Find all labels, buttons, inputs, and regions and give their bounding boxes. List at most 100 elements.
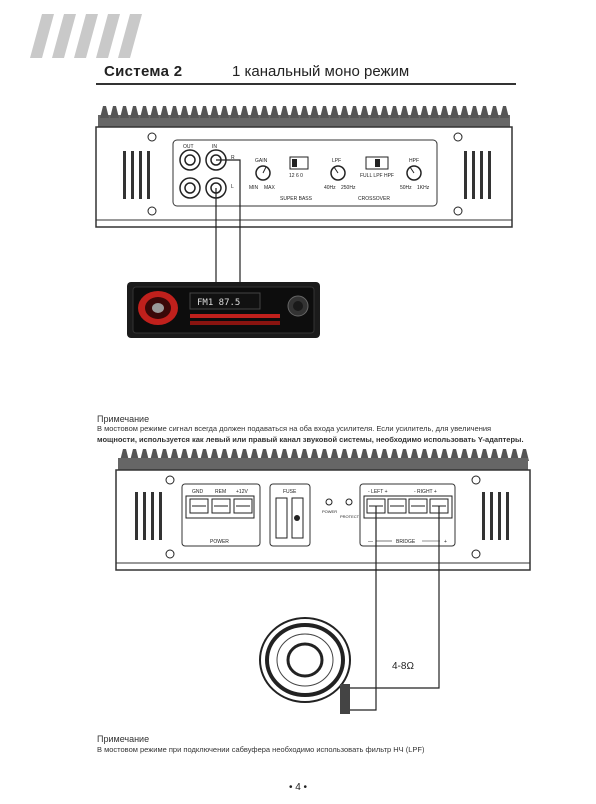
- heatsink-fin: [300, 106, 309, 118]
- heatsink-fin: [350, 106, 359, 118]
- r-label: R: [231, 155, 235, 161]
- gain-max: MAX: [264, 185, 276, 191]
- heatsink-fin: [430, 106, 439, 118]
- note1-line1: В мостовом режиме сигнал всегда должен п…: [97, 424, 492, 433]
- protection-led-label: PROTECTION: [340, 514, 366, 519]
- power-label: POWER: [210, 539, 229, 545]
- hpf-min: 50Hz: [400, 185, 412, 191]
- heatsink-fin: [120, 106, 129, 118]
- l-label: L: [231, 184, 234, 190]
- plus12-label: +12V: [236, 489, 248, 495]
- heatsink-fin: [460, 106, 469, 118]
- header-divider: [96, 83, 516, 85]
- wiring-diagram-bottom: GND REM +12V POWER FUSE POWER PROTECTION…: [115, 449, 531, 714]
- heatsink-fin: [180, 106, 189, 118]
- heatsink-fin: [400, 106, 409, 118]
- wiring-diagram-top: OUT IN R L GAIN MIN MAX 12 6 0 SUPER BAS…: [95, 106, 513, 338]
- heatsink-fin: [370, 106, 379, 118]
- heatsink-fin: [480, 106, 489, 118]
- speaker-wires: [345, 506, 440, 711]
- gain-label: GAIN: [255, 158, 268, 164]
- lpf-max: 250Hz: [341, 185, 356, 191]
- heatsink-fin: [360, 106, 369, 118]
- heatsink-fin: [160, 106, 169, 118]
- note1-title: Примечание: [97, 414, 150, 424]
- note2-text: В мостовом режиме при подключении сабвуф…: [97, 745, 425, 754]
- amp1-heatsink-fins: [98, 115, 510, 129]
- right-channel-label: - RIGHT +: [414, 489, 437, 495]
- heatsink-fin: [420, 106, 429, 118]
- gnd-label: GND: [192, 489, 204, 495]
- heatsink-fin: [230, 106, 239, 118]
- out-label: OUT: [183, 144, 194, 150]
- heatsink-fin: [490, 106, 499, 118]
- heatsink-fin: [220, 106, 229, 118]
- radio-display-text: FM1 87.5: [197, 298, 240, 308]
- head-unit-radio: [127, 282, 320, 338]
- mode-title: 1 канальный моно режим: [232, 63, 410, 80]
- note2-title: Примечание: [97, 734, 150, 744]
- heatsink-fin: [290, 106, 299, 118]
- bass-values: 12 6 0: [289, 173, 303, 179]
- heatsink-fin: [130, 106, 139, 118]
- power-led: [325, 498, 333, 506]
- lpf-min: 40Hz: [324, 185, 336, 191]
- heatsink-fin: [450, 106, 459, 118]
- heatsink-fin: [320, 106, 329, 118]
- rca-cables: [215, 159, 241, 282]
- heatsink-fin: [280, 106, 289, 118]
- fuse-label: FUSE: [283, 489, 297, 495]
- hpf-max: 1KHz: [417, 185, 430, 191]
- speaker-terminals: [363, 495, 453, 519]
- heatsink-fin: [470, 106, 479, 118]
- amp2-screws: [165, 475, 481, 559]
- super-bass-label: SUPER BASS: [280, 196, 313, 202]
- left-channel-label: - LEFT +: [368, 489, 388, 495]
- heatsink-fin: [140, 106, 149, 118]
- impedance-label: 4-8Ω: [392, 661, 414, 672]
- lpf-label: LPF: [332, 158, 341, 164]
- note1-text: В мостовом режиме сигнал всегда должен п…: [97, 423, 537, 445]
- heatsink-fin: [390, 106, 399, 118]
- crossover-label: CROSSOVER: [358, 196, 390, 202]
- heatsink-fin: [100, 106, 109, 118]
- gain-min: MIN: [249, 185, 259, 191]
- subwoofer: [259, 617, 351, 714]
- heatsink-fin: [270, 106, 279, 118]
- power-led-label: POWER: [322, 509, 337, 514]
- heatsink-fin: [340, 106, 349, 118]
- bridge-plus: +: [444, 539, 447, 545]
- heatsink-fin: [190, 106, 199, 118]
- amp2-body: [115, 469, 531, 571]
- in-label: IN: [212, 144, 217, 150]
- heatsink-fin: [410, 106, 419, 118]
- amp1-vent-right: [464, 151, 491, 199]
- heatsink-fin: [240, 106, 249, 118]
- heatsink-fin: [380, 106, 389, 118]
- heatsink-fin: [330, 106, 339, 118]
- page-number: • 4 •: [288, 782, 308, 793]
- heatsink-fin: [210, 106, 219, 118]
- heatsink-fin: [310, 106, 319, 118]
- bridge-minus: —: [368, 539, 373, 545]
- heatsink-fin: [110, 106, 119, 118]
- protection-led: [345, 498, 353, 506]
- heatsink-fin: [200, 106, 209, 118]
- heatsink-fin: [170, 106, 179, 118]
- amp1-screws: [147, 132, 463, 216]
- bridge-label: BRIDGE: [396, 539, 416, 545]
- note1-line2: мощности, используется как левый или пра…: [97, 435, 524, 444]
- brand-stripes-logo: [30, 14, 142, 58]
- rem-label: REM: [215, 489, 226, 495]
- amp1-vent-left: [123, 151, 150, 199]
- system-title: Система 2: [104, 63, 183, 80]
- hpf-label: HPF: [409, 158, 419, 164]
- amp2-vent-left: [135, 492, 162, 540]
- heatsink-fin: [250, 106, 259, 118]
- heatsink-fin: [440, 106, 449, 118]
- crossover-switch-labels: FULL LPF HPF: [360, 173, 394, 179]
- heatsink-fin: [500, 106, 509, 118]
- heatsink-fin: [150, 106, 159, 118]
- power-terminals: [185, 495, 255, 519]
- heatsink-fin: [260, 106, 269, 118]
